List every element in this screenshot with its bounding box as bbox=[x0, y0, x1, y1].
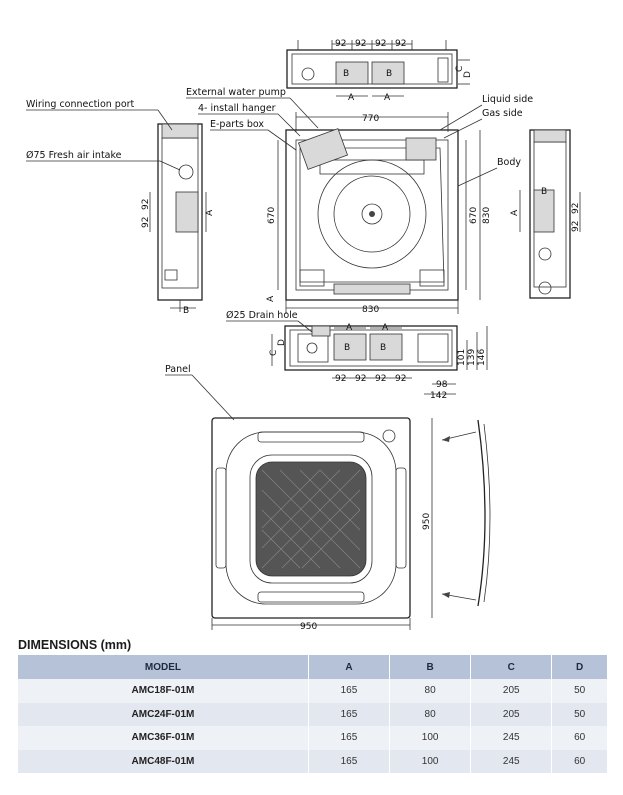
dim-142: 142 bbox=[430, 391, 447, 401]
right-side-view: B A 92 92 bbox=[510, 129, 581, 299]
table-row: AMC18F-01M 165 80 205 50 bbox=[18, 679, 608, 703]
dim-830: 830 bbox=[482, 207, 492, 224]
table-row: AMC36F-01M 165 100 245 60 bbox=[18, 726, 608, 750]
table-cell: 80 bbox=[389, 702, 472, 726]
dim-92: 92 bbox=[335, 374, 346, 384]
table-cell: 205 bbox=[470, 679, 553, 703]
label-liquid-side: Liquid side bbox=[482, 94, 533, 105]
dim-950: 950 bbox=[300, 622, 317, 632]
table-cell: 245 bbox=[470, 726, 553, 750]
dim-950: 950 bbox=[422, 513, 432, 530]
dim-92: 92 bbox=[395, 39, 406, 49]
table-cell: 100 bbox=[389, 726, 472, 750]
dim-b: B bbox=[344, 343, 350, 353]
left-side-view: B 92 92 A bbox=[141, 123, 215, 316]
panel-view: 950 950 bbox=[211, 417, 491, 632]
table-cell: 50 bbox=[551, 679, 608, 703]
label-body: Body bbox=[497, 157, 521, 168]
column-header: C bbox=[470, 655, 553, 679]
label-fresh-air: Ø75 Fresh air intake bbox=[26, 150, 122, 161]
dim-b: B bbox=[380, 343, 386, 353]
dim-92: 92 bbox=[395, 374, 406, 384]
table-cell: 60 bbox=[551, 726, 608, 750]
table-header-row: MODEL A B C D bbox=[18, 655, 608, 679]
label-water-pump: External water pump bbox=[186, 87, 286, 98]
dim-b: B bbox=[386, 69, 392, 79]
dim-a: A bbox=[266, 295, 276, 302]
table-cell-model: AMC24F-01M bbox=[18, 702, 309, 726]
column-header: B bbox=[389, 655, 472, 679]
dim-c: C bbox=[455, 66, 465, 72]
label-eparts: E-parts box bbox=[210, 119, 264, 130]
table-cell: 100 bbox=[389, 749, 472, 773]
column-header: A bbox=[308, 655, 391, 679]
table-row: AMC48F-01M 165 100 245 60 bbox=[18, 749, 608, 773]
dim-670: 670 bbox=[267, 207, 277, 224]
dim-830: 830 bbox=[362, 305, 379, 315]
top-view: 92 92 92 92 B B A A C D bbox=[286, 39, 473, 103]
dim-92: 92 bbox=[141, 199, 151, 210]
table-cell: 165 bbox=[308, 702, 391, 726]
dim-139: 139 bbox=[467, 349, 477, 366]
dim-92: 92 bbox=[375, 374, 386, 384]
dim-d: D bbox=[463, 71, 473, 78]
dim-a: A bbox=[205, 209, 215, 216]
table-cell: 60 bbox=[551, 749, 608, 773]
table-cell: 245 bbox=[470, 749, 553, 773]
dim-146: 146 bbox=[477, 349, 487, 366]
table-row: AMC24F-01M 165 80 205 50 bbox=[18, 702, 608, 726]
front-view: B B A A C D 92 92 92 92 101 139 146 98 1… bbox=[269, 323, 488, 401]
dim-92: 92 bbox=[375, 39, 386, 49]
table-cell-model: AMC18F-01M bbox=[18, 679, 309, 703]
dim-92: 92 bbox=[571, 203, 581, 214]
table-cell: 205 bbox=[470, 702, 553, 726]
dim-92: 92 bbox=[141, 217, 151, 228]
label-panel: Panel bbox=[165, 364, 191, 375]
dim-a: A bbox=[346, 323, 353, 333]
column-header: D bbox=[551, 655, 608, 679]
dim-a: A bbox=[348, 93, 355, 103]
dim-770: 770 bbox=[362, 114, 379, 124]
label-drain-hole: Ø25 Drain hole bbox=[226, 310, 298, 321]
dimensions-table: MODEL A B C D AMC18F-01M 165 80 205 50 A… bbox=[18, 655, 608, 773]
label-gas-side: Gas side bbox=[482, 108, 523, 119]
dim-d: D bbox=[277, 339, 287, 346]
callouts: Wiring connection port Ø75 Fresh air int… bbox=[26, 87, 533, 421]
dim-98: 98 bbox=[436, 380, 448, 390]
table-cell: 165 bbox=[308, 726, 391, 750]
dim-a: A bbox=[384, 93, 391, 103]
dim-101: 101 bbox=[457, 349, 467, 366]
table-cell: 165 bbox=[308, 679, 391, 703]
main-plan-view: 770 830 670 A 670 830 bbox=[266, 112, 492, 315]
dim-92: 92 bbox=[335, 39, 346, 49]
dim-c: C bbox=[269, 350, 279, 356]
label-wiring-port: Wiring connection port bbox=[26, 99, 135, 110]
dim-b: B bbox=[183, 306, 189, 316]
dim-92: 92 bbox=[355, 39, 366, 49]
table-cell-model: AMC48F-01M bbox=[18, 749, 309, 773]
table-cell: 80 bbox=[389, 679, 472, 703]
dim-b: B bbox=[343, 69, 349, 79]
dim-92: 92 bbox=[571, 221, 581, 232]
label-hanger: 4- install hanger bbox=[198, 103, 276, 114]
dim-670: 670 bbox=[469, 207, 479, 224]
dim-b: B bbox=[541, 187, 547, 197]
table-cell-model: AMC36F-01M bbox=[18, 726, 309, 750]
dimensions-title: DIMENSIONS (mm) bbox=[18, 638, 132, 652]
dim-a: A bbox=[382, 323, 389, 333]
table-cell: 50 bbox=[551, 702, 608, 726]
dim-92: 92 bbox=[355, 374, 366, 384]
table-cell: 165 bbox=[308, 749, 391, 773]
dim-a: A bbox=[510, 209, 520, 216]
technical-drawing: 92 92 92 92 B B A A C D B 92 92 A bbox=[26, 39, 581, 632]
column-header: MODEL bbox=[18, 655, 309, 679]
